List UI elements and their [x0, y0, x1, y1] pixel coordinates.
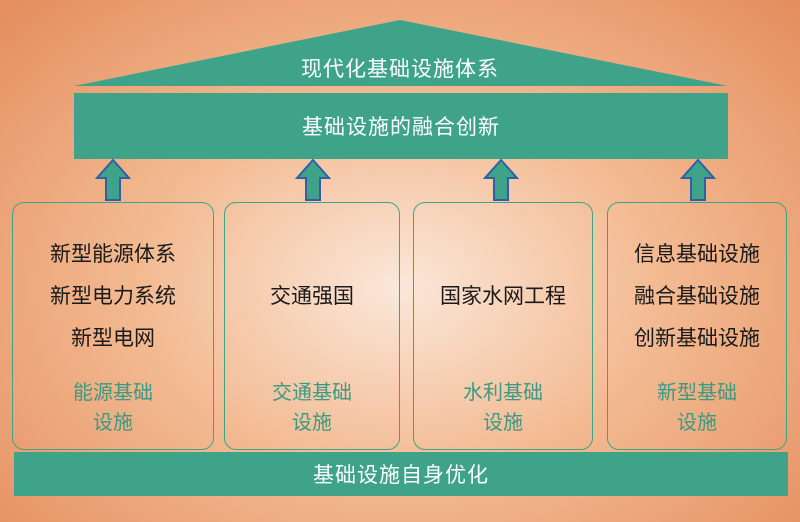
pillar-label: 水利基础 设施 — [463, 380, 543, 434]
base-band: 基础设施自身优化 — [14, 452, 788, 496]
pillar-item: 融合基础设施 — [634, 284, 760, 308]
pillar-items: 信息基础设施 融合基础设施 创新基础设施 — [634, 231, 760, 361]
pillar-label: 能源基础 设施 — [73, 380, 153, 434]
arrow-up-icon — [680, 158, 716, 201]
pillar-item: 新型电网 — [71, 326, 155, 350]
pillar-label: 交通基础 设施 — [272, 380, 352, 434]
pillar-items: 国家水网工程 — [440, 231, 566, 361]
integration-band: 基础设施的融合创新 — [74, 93, 728, 159]
arrow-up-icon — [95, 158, 131, 201]
pillar-item: 国家水网工程 — [440, 284, 566, 308]
pillar-water: 国家水网工程 水利基础 设施 — [413, 202, 593, 450]
pillar-item: 新型能源体系 — [50, 242, 176, 266]
pillar-items: 交通强国 — [270, 231, 354, 361]
pillar-transport: 交通强国 交通基础 设施 — [224, 202, 400, 450]
pillar-item: 信息基础设施 — [634, 242, 760, 266]
pillar-new-type: 信息基础设施 融合基础设施 创新基础设施 新型基础 设施 — [607, 202, 787, 450]
pillar-item: 创新基础设施 — [634, 326, 760, 350]
pillar-item: 新型电力系统 — [50, 284, 176, 308]
arrow-up-icon — [483, 158, 519, 201]
pillar-item: 交通强国 — [270, 284, 354, 308]
roof — [74, 20, 728, 86]
arrow-up-icon — [295, 158, 331, 201]
pillar-label: 新型基础 设施 — [657, 380, 737, 434]
pillar-energy: 新型能源体系 新型电力系统 新型电网 能源基础 设施 — [12, 202, 214, 450]
pillar-items: 新型能源体系 新型电力系统 新型电网 — [50, 231, 176, 361]
roof-title: 现代化基础设施体系 — [301, 57, 499, 81]
